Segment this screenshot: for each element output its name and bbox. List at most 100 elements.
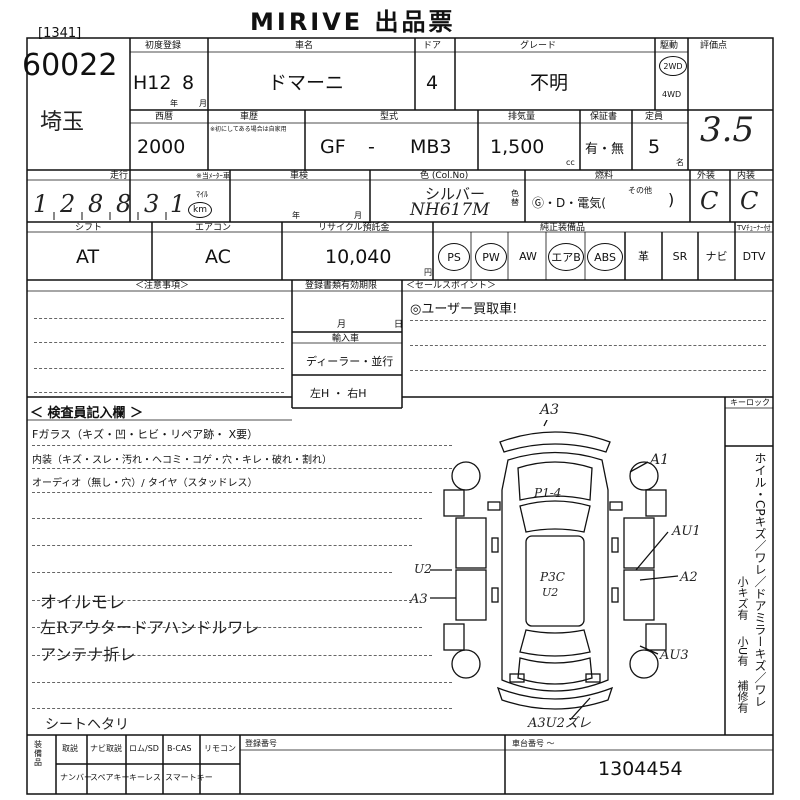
equipment-leather: 革: [638, 250, 649, 263]
fuel-close-paren: ): [668, 190, 675, 209]
label-shaken-sub: ※初にしてある場合は自家用: [210, 126, 287, 133]
accessory-smart-key: スマートキー: [165, 773, 213, 782]
handwritten-note: シートヘタリ: [45, 717, 129, 733]
mileage-digit: 8: [116, 190, 132, 218]
label-doors: ドア: [423, 41, 442, 51]
label-warranty: 保証書: [590, 112, 618, 122]
accessory-manual: 取説: [62, 744, 78, 753]
label-exterior: 外装: [697, 171, 716, 181]
diagram-mark: U2: [414, 562, 432, 576]
label-model: 型式: [380, 112, 399, 122]
label-accessories: 装備品: [34, 740, 42, 767]
label-color: 色 (Col.No): [420, 171, 469, 181]
inspector-line-interior: 内装（キズ・スレ・汚れ・ヘコミ・コゲ・穴・キレ・破れ・割れ）: [32, 455, 332, 466]
label-inspector: ＜ 検査員記入欄 ＞: [30, 406, 144, 421]
equipment-airbag: エアB: [548, 243, 584, 271]
mileage-digit: 2: [60, 190, 76, 218]
label-grade: グレード: [520, 41, 557, 51]
accessory-navi-manual: ナビ取説: [90, 744, 122, 753]
chassis-number: 1304454: [598, 758, 683, 780]
lot-number: 60022: [22, 48, 118, 83]
notes-line: [34, 318, 284, 319]
label-reg-number: 登録番号: [245, 739, 277, 748]
capacity-value: 5: [648, 136, 661, 158]
label-sales-point: ＜セールスポイント＞: [406, 281, 497, 291]
label-equipment: 純正装備品: [540, 223, 586, 233]
diagram-mark: A2: [680, 570, 698, 585]
notes-line: [34, 342, 284, 343]
fuel-options: Ⓖ・D・電気(: [532, 196, 606, 210]
label-capacity: 定員: [645, 112, 664, 122]
label-western: 西暦: [155, 112, 174, 122]
doors-value: 4: [426, 72, 439, 94]
color-change-label: 色替: [511, 189, 519, 207]
diagram-mark: AU1: [672, 524, 701, 539]
label-interior: 内装: [737, 171, 756, 181]
label-score: 評価点: [700, 41, 728, 51]
handwritten-note: 左Rアウタードアハンドルワレ: [40, 618, 260, 637]
label-shift: シフト: [75, 223, 103, 233]
inspector-line: [32, 708, 452, 709]
inspector-line: [32, 518, 422, 519]
first-reg-month: 8: [182, 72, 195, 94]
shift-value: AT: [76, 246, 100, 268]
label-tv-tuner: TVﾁｭｰﾅｰ付: [737, 224, 771, 232]
inspector-line: [32, 600, 412, 601]
model-dash: -: [368, 136, 375, 158]
label-drive: 駆動: [660, 41, 679, 51]
equipment-pw: PW: [475, 243, 507, 271]
fuel-other: その他: [628, 186, 652, 195]
label-inspection: 車検: [290, 171, 309, 181]
equipment-dtv: DTV: [742, 249, 766, 263]
mileage-digit: 3: [144, 190, 160, 218]
region-name: 埼玉: [40, 110, 85, 135]
year-unit: 年: [170, 99, 178, 108]
western-year-value: 2000: [137, 136, 186, 158]
reg-day-unit: 日: [394, 320, 404, 330]
yen-unit: 円: [424, 268, 432, 277]
mileage-digit: 1: [33, 190, 49, 218]
car-name-value: ドマーニ: [268, 72, 345, 94]
notes-line: [34, 392, 284, 393]
diagram-mark: A1: [650, 452, 670, 468]
inspector-line: [32, 492, 432, 493]
sales-line: [410, 320, 766, 321]
label-reg-deadline: 登録書類有効期限: [305, 281, 378, 291]
inspector-line-audio: オーディオ（無し・穴）/ タイヤ（スタッドレス）: [32, 478, 258, 489]
first-reg-era-year: H12: [133, 72, 172, 94]
form-title: MIRIVE 出品票: [250, 8, 456, 36]
inspector-line: [32, 682, 452, 683]
label-first-reg: 初度登録: [145, 41, 182, 51]
mileage-digit: 1: [170, 190, 186, 218]
warranty-value: 有・無: [585, 142, 625, 157]
equipment-ps: PS: [438, 243, 470, 271]
equipment-abs: ABS: [587, 243, 623, 271]
equipment-sr: SR: [672, 249, 688, 263]
equipment-aw: AW: [519, 249, 537, 263]
diagram-mark: A3U2ズレ: [528, 716, 591, 731]
sales-line: [410, 370, 766, 371]
mileage-dividers: [53, 212, 167, 220]
inspector-line-glass: Fガラス（キズ・凹・ヒビ・リペア跡・ X要）: [32, 428, 259, 441]
side-panel-small-dent: 小U有: [736, 636, 749, 667]
side-panel-main: ホイル・CPキズ／ワレ／ドアミラーキズ／ワレ: [753, 452, 767, 708]
drive-2wd-circle: 2WD: [659, 56, 687, 76]
sales-point-text: ◎ユーザー買取車!: [410, 302, 518, 317]
inspector-line: [32, 572, 392, 573]
color-name: シルバー: [425, 185, 486, 203]
notes-line: [34, 368, 284, 369]
diagram-mark: AU3: [660, 648, 689, 663]
label-displacement: 排気量: [508, 112, 536, 122]
handwritten-note: アンテナ折レ: [40, 645, 136, 664]
model-code: MB3: [410, 136, 452, 158]
mileage-unit-mile: ﾏｲﾙ: [196, 190, 208, 199]
diagram-mark: U2: [542, 586, 559, 599]
diagram-mark: P3C: [540, 570, 565, 584]
accessory-remote: リモコン: [204, 744, 236, 753]
mileage-digit: 8: [88, 190, 104, 218]
car-condition-diagram: [430, 420, 679, 720]
label-mileage-note: ※当ﾒｰﾀｰ車: [196, 172, 230, 180]
accessory-rom-sd: ロム/SD: [129, 744, 159, 753]
model-prefix: GF: [320, 136, 346, 158]
